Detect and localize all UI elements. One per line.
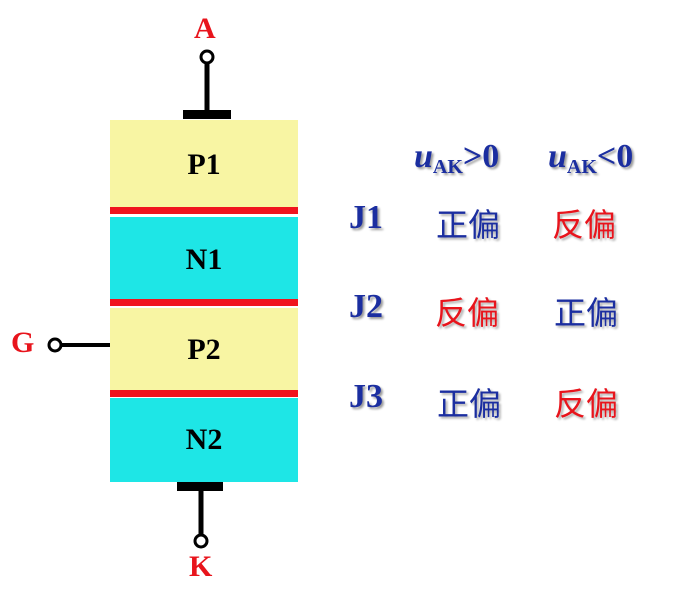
junction-j1-name: J1 [349, 199, 383, 236]
header-uak-negative: uAK<0 [548, 138, 633, 179]
junction-j2-name: J2 [349, 288, 383, 325]
layer-p1: P1 [110, 120, 298, 210]
j1-bias-negative: 反偏 [552, 206, 617, 244]
header-uak-positive-var: u [414, 138, 433, 175]
junction-j1-line [110, 207, 298, 214]
j1-bias-positive: 正偏 [436, 206, 501, 244]
header-uak-positive-sub: AK [432, 156, 463, 178]
layer-n2: N2 [110, 398, 298, 482]
j3-bias-negative: 反偏 [554, 385, 619, 423]
header-uak-negative-op: <0 [596, 138, 634, 175]
layer-n1-label: N1 [185, 242, 223, 276]
header-uak-negative-sub: AK [566, 156, 597, 178]
layer-n2-label: N2 [185, 423, 223, 456]
layer-p1-label: P1 [187, 148, 221, 181]
gate-label: G [11, 326, 35, 359]
layer-p2: P2 [110, 308, 298, 392]
anode-terminal-circle[interactable] [199, 49, 215, 65]
layer-n1: N1 [110, 217, 298, 302]
j2-bias-positive: 反偏 [435, 294, 500, 332]
cathode-terminal-circle[interactable] [193, 533, 209, 549]
anode-contact [183, 110, 231, 119]
j2-bias-negative: 正偏 [554, 294, 619, 332]
j3-bias-positive: 正偏 [437, 385, 502, 423]
header-uak-positive: uAK>0 [414, 138, 499, 179]
anode-label: A [194, 12, 216, 45]
layer-p2-label: P2 [187, 333, 221, 366]
junction-j3-line [110, 390, 298, 397]
header-uak-positive-op: >0 [462, 138, 500, 175]
cathode-label: K [189, 550, 213, 583]
header-uak-negative-var: u [548, 138, 567, 175]
gate-terminal-circle[interactable] [47, 337, 63, 353]
cathode-contact [177, 482, 223, 491]
junction-j3-name: J3 [349, 378, 383, 415]
junction-j2-line [110, 299, 298, 306]
